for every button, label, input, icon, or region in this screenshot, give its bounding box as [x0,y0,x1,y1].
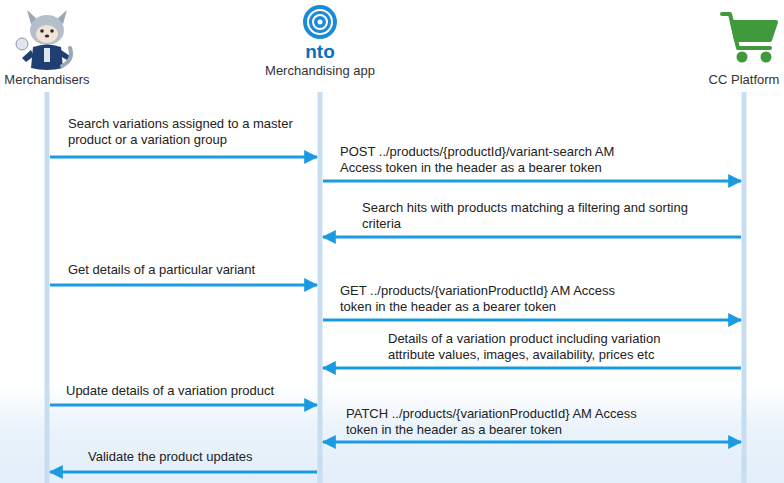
message-arrow [50,284,317,287]
message-label: PATCH ../products/{variationProductId} A… [346,406,646,438]
participant-label: Merchandisers [4,72,89,87]
message-label: GET ../products/{variationProductId} AM … [340,283,640,315]
message-label: Search variations assigned to a master p… [68,116,308,148]
logo-mark [303,5,337,39]
message-label: POST ../products/{productId}/variant-sea… [340,144,640,176]
bottom-band [0,385,784,483]
message-arrow [323,236,741,239]
participant-label: CC Platform [709,72,780,87]
lifeline [45,92,50,483]
message-label: Get details of a particular variant [68,262,308,278]
message-label: Validate the product updates [88,449,308,465]
message-arrow [323,441,741,444]
cart-icon [722,14,776,61]
participant: Merchandising app [265,63,375,78]
message-arrow [323,367,741,370]
lifeline [318,92,323,483]
participant: Merchandisers [4,72,89,87]
participant-label: Merchandising app [265,63,375,78]
logo-text: nto [305,42,335,62]
mascot-icon [16,10,71,70]
message-arrow [50,404,317,407]
message-label: Details of a variation product including… [388,331,710,363]
lifeline [742,92,747,483]
message-arrow [50,156,317,159]
message-label: Search hits with products matching a fil… [362,200,712,232]
message-label: Update details of a variation product [66,383,306,399]
participant: CC Platform [709,72,780,87]
message-arrow [323,319,741,322]
message-arrow [323,180,741,183]
message-arrow [50,471,317,474]
